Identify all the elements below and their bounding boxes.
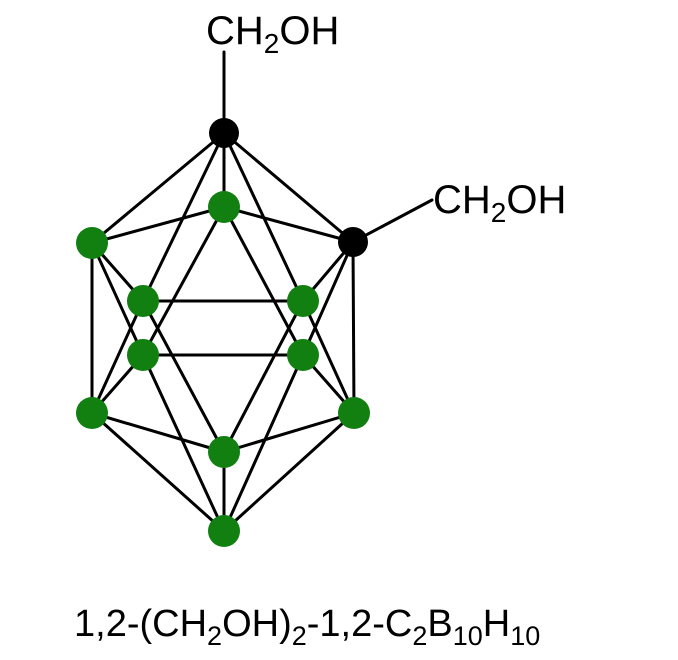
cage-atoms <box>76 118 370 547</box>
cage-bond <box>141 299 226 454</box>
cage-bond <box>222 205 355 244</box>
boron-atom <box>287 285 319 317</box>
boron-atom <box>287 339 319 371</box>
substituent-label-top: CH2OH <box>206 9 339 59</box>
cage-bond <box>301 240 355 357</box>
bond-lines <box>90 50 434 533</box>
cage-bond <box>222 131 355 244</box>
cage-bond <box>351 240 356 415</box>
boron-atom <box>208 436 240 468</box>
cage-bond <box>301 299 356 415</box>
cage-bond <box>90 205 226 245</box>
cage-bond <box>222 411 356 454</box>
boron-atom <box>208 191 240 223</box>
cage-bond <box>90 241 145 357</box>
boron-atom <box>338 397 370 429</box>
carbon-atom <box>338 227 368 257</box>
boron-atom <box>76 227 108 259</box>
cage-bond <box>141 353 226 533</box>
boron-atom <box>76 397 108 429</box>
cage-bond <box>222 411 356 533</box>
carbon-atom <box>209 118 239 148</box>
boron-atom <box>127 285 159 317</box>
cage-bond <box>222 299 305 454</box>
cage-bond <box>90 411 226 454</box>
cage-bond <box>141 205 226 357</box>
boron-atom <box>127 339 159 371</box>
cage-bond <box>90 131 226 245</box>
substituent-label-right: CH2OH <box>433 178 566 228</box>
cage-bond <box>222 205 305 357</box>
molecular-formula: 1,2-(CH2OH)2-1,2-C2B10H10 <box>74 603 540 651</box>
boron-atom <box>208 515 240 547</box>
cage-bond <box>90 411 226 533</box>
cage-bond <box>90 299 145 415</box>
cage-bond <box>222 353 305 533</box>
